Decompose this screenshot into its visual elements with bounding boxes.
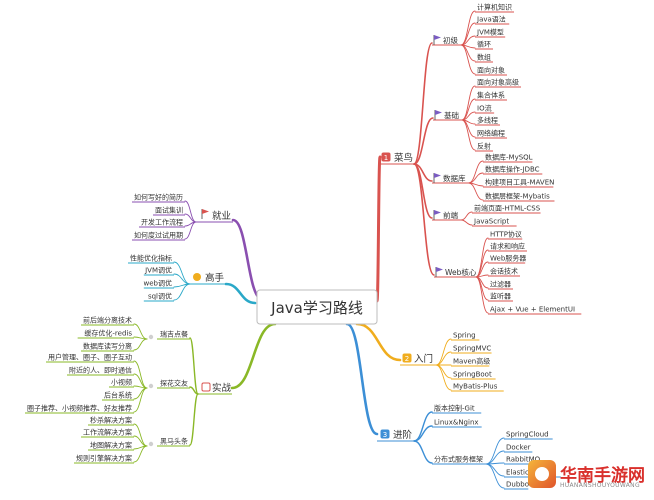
leaf-topic[interactable]: 性能优化指标	[130, 254, 172, 263]
leaf-topic[interactable]: 数组	[477, 53, 491, 62]
leaf-topic[interactable]: SpringBoot	[453, 371, 492, 379]
leaf-topic[interactable]: MyBatis-Plus	[453, 383, 498, 391]
branch-smile-icon	[193, 273, 201, 281]
leaf-topic[interactable]: 小视频	[111, 378, 132, 387]
branch-number-badge	[402, 353, 412, 363]
sub-topic-heima[interactable]: 黑马头条	[160, 437, 188, 446]
leaf-topic[interactable]: 缓存优化-redis	[84, 329, 132, 338]
leaf-topic[interactable]: 会话技术	[490, 267, 518, 276]
sub-topic-shujuku[interactable]: 数据库	[443, 173, 466, 183]
branch-label-jinjie[interactable]: 进阶	[393, 429, 413, 441]
sub-topic-jichu[interactable]: 基础	[444, 110, 459, 120]
leaf-topic[interactable]: 循环	[477, 40, 491, 49]
leaf-topic[interactable]: 前端页面-HTML-CSS	[474, 204, 541, 213]
leaf-topic[interactable]: 面试集训	[155, 206, 183, 215]
site-watermark: 华南手游网 HUANANSHOUYOUWANG	[528, 460, 648, 494]
leaf-topic[interactable]: 后台系统	[104, 391, 132, 400]
branch-label-cainiao[interactable]: 菜鸟	[394, 152, 413, 164]
central-topic[interactable]: Java学习路线	[256, 289, 378, 325]
sub-topic-fenbushi[interactable]: 分布式服务框架	[434, 455, 483, 464]
leaf-topic[interactable]: 数据库读写分离	[83, 342, 132, 351]
branch-label-shizhan[interactable]: 实战	[212, 382, 232, 394]
leaf-topic[interactable]: sql调优	[148, 292, 172, 301]
sub-topic-tanhua[interactable]: 探花交友	[160, 379, 188, 388]
leaf-topic[interactable]: Spring	[453, 332, 476, 340]
leaf-topic[interactable]: 计算机知识	[477, 3, 512, 12]
leaf-topic[interactable]: 开发工作流程	[141, 218, 183, 227]
leaf-topic[interactable]: JavaScript	[473, 218, 509, 226]
leaf-topic[interactable]: 圈子推荐、小视频推荐、好友推荐	[27, 404, 132, 413]
branch-number-badge	[381, 152, 391, 162]
watermark-subtext: HUANANSHOUYOUWANG	[560, 482, 640, 489]
leaf-topic[interactable]: SpringMVC	[453, 345, 491, 353]
leaf-topic[interactable]: 数据层框架-Mybatis	[485, 192, 550, 201]
leaf-topic[interactable]: 过滤器	[490, 280, 511, 289]
central-topic-label: Java学习路线	[270, 299, 363, 317]
branch-label-jiuye[interactable]: 就业	[212, 210, 231, 222]
leaf-topic[interactable]: 数据库-MySQL	[485, 153, 533, 162]
leaf-topic[interactable]: Web服务器	[490, 254, 526, 263]
sub-flag-icon	[434, 110, 442, 120]
branch-label-gaoshou[interactable]: 高手	[205, 272, 225, 284]
leaf-topic[interactable]: HTTP协议	[490, 230, 522, 239]
leaf-topic[interactable]: 反射	[477, 142, 491, 151]
sub-flag-icon	[435, 267, 443, 277]
leaf-topic[interactable]: 面向对象	[477, 66, 505, 75]
sub-topic-ruiji[interactable]: 瑞吉点餐	[160, 330, 188, 339]
sub-topic-banben[interactable]: 版本控制-Git	[434, 404, 475, 413]
sub-topic-webhexin[interactable]: Web核心	[445, 267, 477, 277]
leaf-topic[interactable]: RabbitMQ	[506, 456, 541, 464]
sub-flag-icon	[433, 210, 441, 220]
leaf-topic[interactable]: 如何写好的简历	[134, 193, 183, 202]
leaf-topic[interactable]: 构建项目工具-MAVEN	[485, 178, 554, 187]
branch-number-badge	[380, 429, 390, 439]
leaf-topic[interactable]: 面向对象高级	[477, 78, 519, 87]
leaf-topic[interactable]: web调优	[144, 279, 172, 288]
branch-number-badge-digit: 1	[384, 154, 388, 162]
branch-number-badge-digit: 3	[383, 431, 387, 439]
sub-marker-icon	[148, 383, 154, 389]
leaf-topic[interactable]: IO流	[477, 104, 492, 113]
leaf-topic[interactable]: 网络编程	[477, 129, 505, 138]
leaf-topic[interactable]: 如何度过试用期	[134, 231, 183, 240]
leaf-topic[interactable]: JVM模型	[476, 28, 504, 37]
leaf-topic[interactable]: 规则引擎解决方案	[76, 454, 132, 463]
sub-topic-linux[interactable]: Linux&Nginx	[434, 419, 479, 427]
sub-topic-qianduan[interactable]: 前端	[443, 210, 458, 220]
watermark-text: 华南手游网	[560, 466, 645, 486]
leaf-topic[interactable]: Maven高级	[453, 357, 490, 366]
connector-lines	[25, 10, 582, 490]
branch-number-badge-digit: 2	[405, 355, 409, 363]
leaf-topic[interactable]: 工作流解决方案	[83, 428, 132, 437]
branch-flag-icon	[201, 209, 209, 219]
leaf-topic[interactable]: SpringCloud	[506, 431, 549, 439]
leaf-topic[interactable]: 多线程	[477, 116, 498, 125]
leaf-topic[interactable]: Ajax + Vue + ElementUI	[490, 306, 575, 314]
leaf-topic[interactable]: 地图解决方案	[90, 441, 132, 450]
leaf-topic[interactable]: Docker	[506, 444, 531, 452]
leaf-topic[interactable]: Java语法	[476, 15, 506, 24]
sub-marker-icon	[148, 334, 154, 340]
leaf-topic[interactable]: 用户管理、圈子、圈子互动	[48, 353, 132, 362]
sub-flag-icon	[433, 35, 441, 45]
sub-marker-icon	[148, 441, 154, 447]
leaf-topic[interactable]: 秒杀解决方案	[90, 416, 132, 425]
leaf-topic[interactable]: 集合体系	[477, 91, 505, 100]
leaf-topic[interactable]: Dubbo	[506, 481, 529, 489]
branch-label-rumen[interactable]: 入门	[414, 353, 433, 365]
sub-flag-icon	[433, 173, 441, 183]
branch-icon	[201, 382, 211, 392]
sub-topic-chuji[interactable]: 初级	[443, 35, 458, 45]
leaf-topic[interactable]: JVM调优	[144, 266, 172, 275]
leaf-topic[interactable]: 附近的人、即时通信	[69, 366, 132, 375]
leaf-topic[interactable]: 数据库操作-JDBC	[485, 165, 540, 174]
leaf-topic[interactable]: 请求和响应	[490, 242, 525, 251]
leaf-topic[interactable]: 前后端分离技术	[83, 316, 132, 325]
leaf-topic[interactable]: 监听器	[490, 292, 511, 301]
watermark-logo-icon	[528, 460, 556, 488]
